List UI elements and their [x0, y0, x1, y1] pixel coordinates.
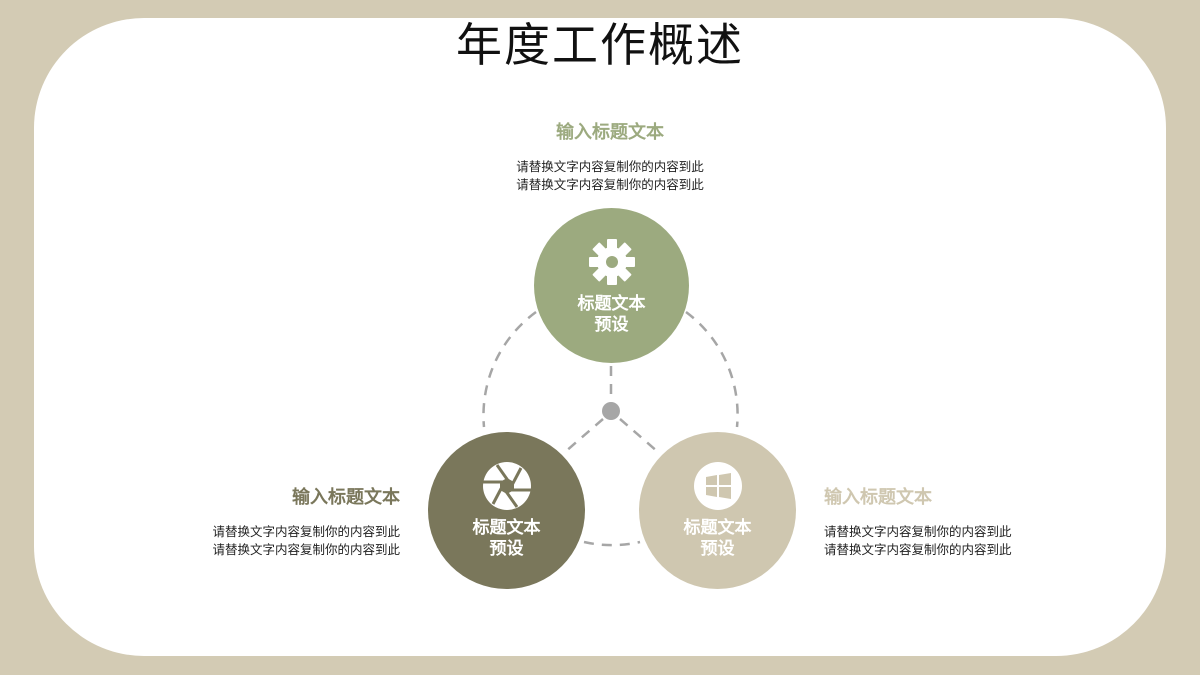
- node-top-label-line2: 预设: [594, 315, 629, 335]
- dashed-spoke-right: [619, 418, 659, 453]
- node-bottom-left-label-line2: 预设: [489, 539, 524, 559]
- text-block-right-line2: 请替换文字内容复制你的内容到此: [824, 542, 1012, 557]
- dashed-arc-bottom: [583, 540, 641, 547]
- text-block-top-line2: 请替换文字内容复制你的内容到此: [516, 177, 704, 192]
- text-block-left: 输入标题文本 请替换文字内容复制你的内容到此 请替换文字内容复制你的内容到此: [150, 487, 400, 559]
- aperture-icon: [481, 460, 533, 512]
- node-bottom-left: 标题文本 预设: [428, 432, 585, 589]
- text-block-top-heading: 输入标题文本: [556, 122, 664, 143]
- node-top-label-line1: 标题文本: [577, 294, 646, 314]
- center-hub-dot: [602, 402, 620, 420]
- gear-icon: [587, 236, 637, 288]
- dashed-arc-left: [482, 310, 537, 428]
- windows-icon: [693, 460, 743, 512]
- text-block-left-heading: 输入标题文本: [292, 487, 400, 508]
- text-block-right: 输入标题文本 请替换文字内容复制你的内容到此 请替换文字内容复制你的内容到此: [824, 487, 1074, 559]
- text-block-right-heading: 输入标题文本: [824, 487, 932, 508]
- text-block-right-line1: 请替换文字内容复制你的内容到此: [824, 524, 1012, 539]
- dashed-spoke-left: [564, 418, 604, 453]
- node-top: 标题文本 预设: [534, 208, 689, 363]
- node-bottom-right: 标题文本 预设: [639, 432, 796, 589]
- dashed-arc-right: [685, 310, 739, 428]
- node-bottom-right-label-line2: 预设: [700, 539, 735, 559]
- slide-title: 年度工作概述: [456, 18, 744, 72]
- text-block-left-line1: 请替换文字内容复制你的内容到此: [212, 524, 400, 539]
- text-block-left-line2: 请替换文字内容复制你的内容到此: [212, 542, 400, 557]
- node-bottom-left-label-line1: 标题文本: [472, 518, 541, 538]
- text-block-top-line1: 请替换文字内容复制你的内容到此: [516, 159, 704, 174]
- node-bottom-right-label-line1: 标题文本: [683, 518, 752, 538]
- text-block-top: 输入标题文本 请替换文字内容复制你的内容到此 请替换文字内容复制你的内容到此: [460, 122, 760, 194]
